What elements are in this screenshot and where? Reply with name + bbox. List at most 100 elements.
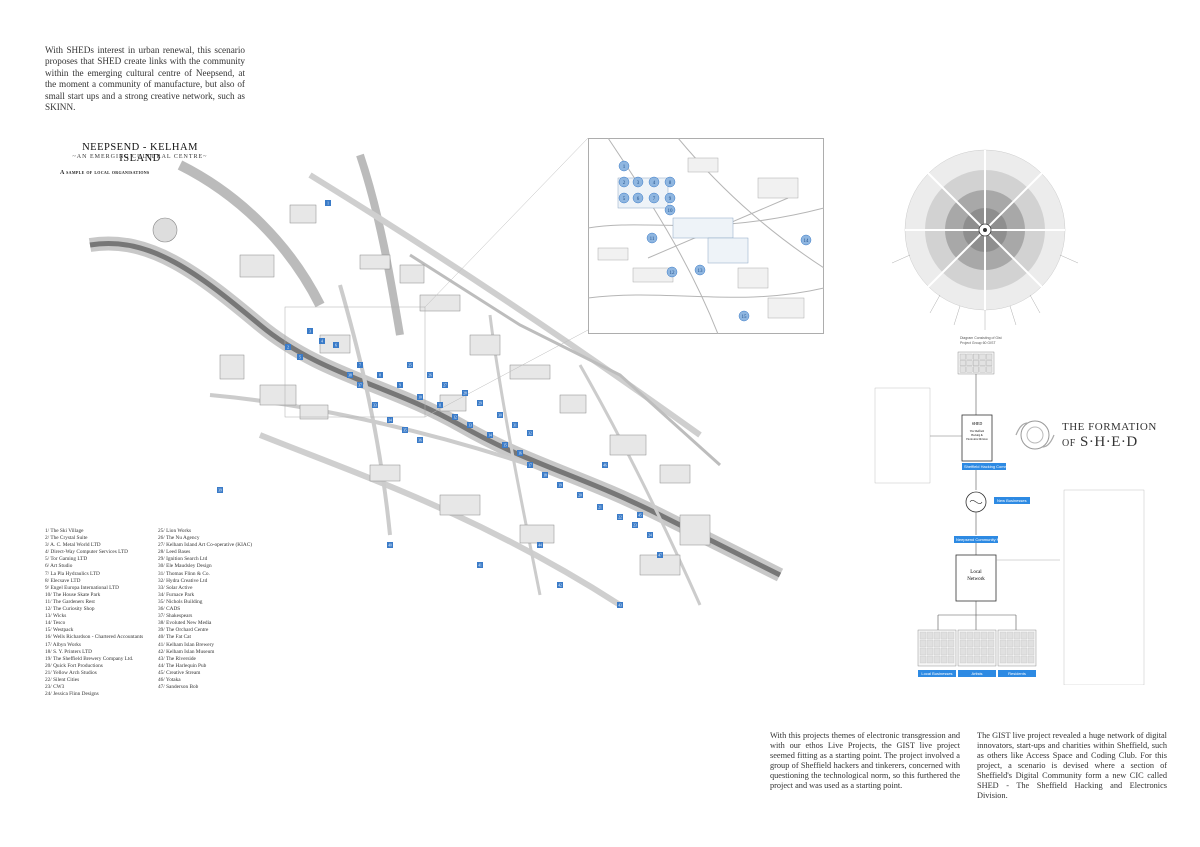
grid-cell: [919, 631, 927, 640]
grid-cell: [986, 366, 993, 373]
local-box-line-1: Local: [970, 570, 982, 575]
inset-marker-label: 12: [670, 271, 676, 276]
grid-cell: [947, 655, 955, 664]
map-marker: 42: [557, 582, 563, 588]
map-marker: 31: [512, 422, 518, 428]
legend-item: 10/ The House Skate Park: [45, 591, 101, 598]
legend-item: 5/ Tor Gaming LTD: [45, 556, 88, 563]
network-group-tag: [998, 670, 1036, 677]
shed-box: [961, 414, 993, 462]
map-marker-box: [527, 462, 533, 468]
map-title: NEEPSEND - KELHAM ISLAND: [82, 142, 198, 164]
grid-cell: [987, 647, 995, 656]
shed-tag: Sheffield Hacking Community Club: [964, 464, 1027, 469]
intro-text: With SHEDs interest in urban renewal, th…: [45, 45, 245, 113]
grid-cell: [959, 631, 967, 640]
grid-cell: [979, 366, 986, 373]
grid-cell: [959, 360, 966, 366]
legend-item: 2/ The Crystal Suite: [45, 535, 88, 542]
inset-marker-label: 9: [669, 197, 672, 202]
map-marker-box: [647, 532, 653, 538]
legend-item: 24/ Jessica Flinn Designs: [45, 691, 99, 698]
map-marker-label: 41: [478, 563, 482, 567]
map-marker: 16: [517, 450, 523, 456]
map-marker-label: 19: [558, 483, 562, 487]
map-marker-label: 12: [453, 415, 457, 419]
grid-cell: [940, 655, 948, 664]
grid-cell: [1020, 655, 1028, 664]
map-marker: 14: [487, 432, 493, 438]
legend-item: 14/ Tesco: [45, 620, 66, 627]
map-marker-label: 38: [348, 373, 352, 377]
map-marker-box: [217, 487, 223, 493]
legend-item: 31/ Thomas Flinn & Co.: [158, 570, 210, 577]
map-marker: 3: [307, 328, 313, 334]
map-marker: 11: [437, 402, 443, 408]
map-marker: 38: [347, 372, 353, 378]
map-marker-label: 45: [638, 513, 642, 517]
grid-cell: [973, 647, 981, 656]
grid-cell: [980, 647, 988, 656]
map-marker-label: 11: [438, 403, 442, 407]
inset-marker-label: 1: [623, 165, 626, 170]
network-group-label: Artists: [971, 671, 982, 676]
inset-marker-circle: [738, 310, 750, 322]
map-marker: 20: [577, 492, 583, 498]
map-marker: 2: [285, 344, 291, 350]
map-marker-label: 31: [513, 423, 517, 427]
gist-network-wheel: [891, 149, 1079, 330]
map-marker-box: [357, 362, 363, 368]
map-marker-box: [617, 514, 623, 520]
map-marker: 29: [477, 400, 483, 406]
map-marker: 43: [617, 602, 623, 608]
map-marker: 19: [557, 482, 563, 488]
map-marker-label: 9: [399, 383, 401, 387]
legend-item: 7/ La Pla Hydraulics LTD: [45, 570, 100, 577]
map-marker-label: 36: [418, 438, 422, 442]
map-marker-box: [372, 402, 378, 408]
map-marker-label: 33: [373, 403, 377, 407]
legend-item: 16/ Wells Richardson - Chartered Account…: [45, 634, 144, 641]
map-marker: 41: [477, 562, 483, 568]
grid-cell: [933, 647, 941, 656]
grid-cell: [980, 655, 988, 664]
map-marker-box: [657, 552, 663, 558]
legend-item: 47/ Sanderson Bob: [158, 684, 199, 691]
map-marker-box: [542, 472, 548, 478]
map-marker-box: [527, 430, 533, 436]
network-group-label: Local Businesses: [921, 671, 952, 676]
map-marker-label: 39: [218, 488, 222, 492]
legend-item: 13/ Wicks: [45, 613, 67, 620]
map-marker-label: 25: [408, 363, 412, 367]
map-marker-box: [487, 432, 493, 438]
bottom-left-text: With this projects themes of electronic …: [770, 731, 960, 790]
legend-item: 20/ Quick Fort Productions: [45, 662, 103, 669]
grid-cell: [966, 631, 974, 640]
map-marker: 39: [217, 487, 223, 493]
grid-cell: [959, 353, 966, 360]
map-marker-label: 22: [618, 515, 622, 519]
map-marker-box: [597, 504, 603, 510]
grid-cell: [959, 655, 967, 664]
map-marker: 18: [542, 472, 548, 478]
legend-item: 33/ Solar Active: [158, 584, 193, 591]
map-marker: 40: [387, 542, 393, 548]
grid-cell: [966, 655, 974, 664]
grid-cell: [933, 639, 941, 648]
shed-box-line-1: SHED: [972, 421, 983, 426]
legend-item: 34/ Furnace Park: [158, 591, 195, 598]
grid-cell: [1013, 639, 1021, 648]
grid-cell: [999, 655, 1007, 664]
network-group-tag: [918, 670, 956, 677]
map-marker-box: [417, 394, 423, 400]
inset-marker-label: 3: [637, 181, 640, 186]
map-marker-label: 28: [463, 391, 467, 395]
inset-marker-label: 4: [653, 181, 656, 186]
legend-item: 27/ Kelham Island Art Co-operative (KIAC…: [158, 542, 252, 549]
map-marker: 33: [372, 402, 378, 408]
map-marker: 1: [325, 200, 331, 206]
grid-cell: [999, 639, 1007, 648]
map-marker-box: [477, 400, 483, 406]
